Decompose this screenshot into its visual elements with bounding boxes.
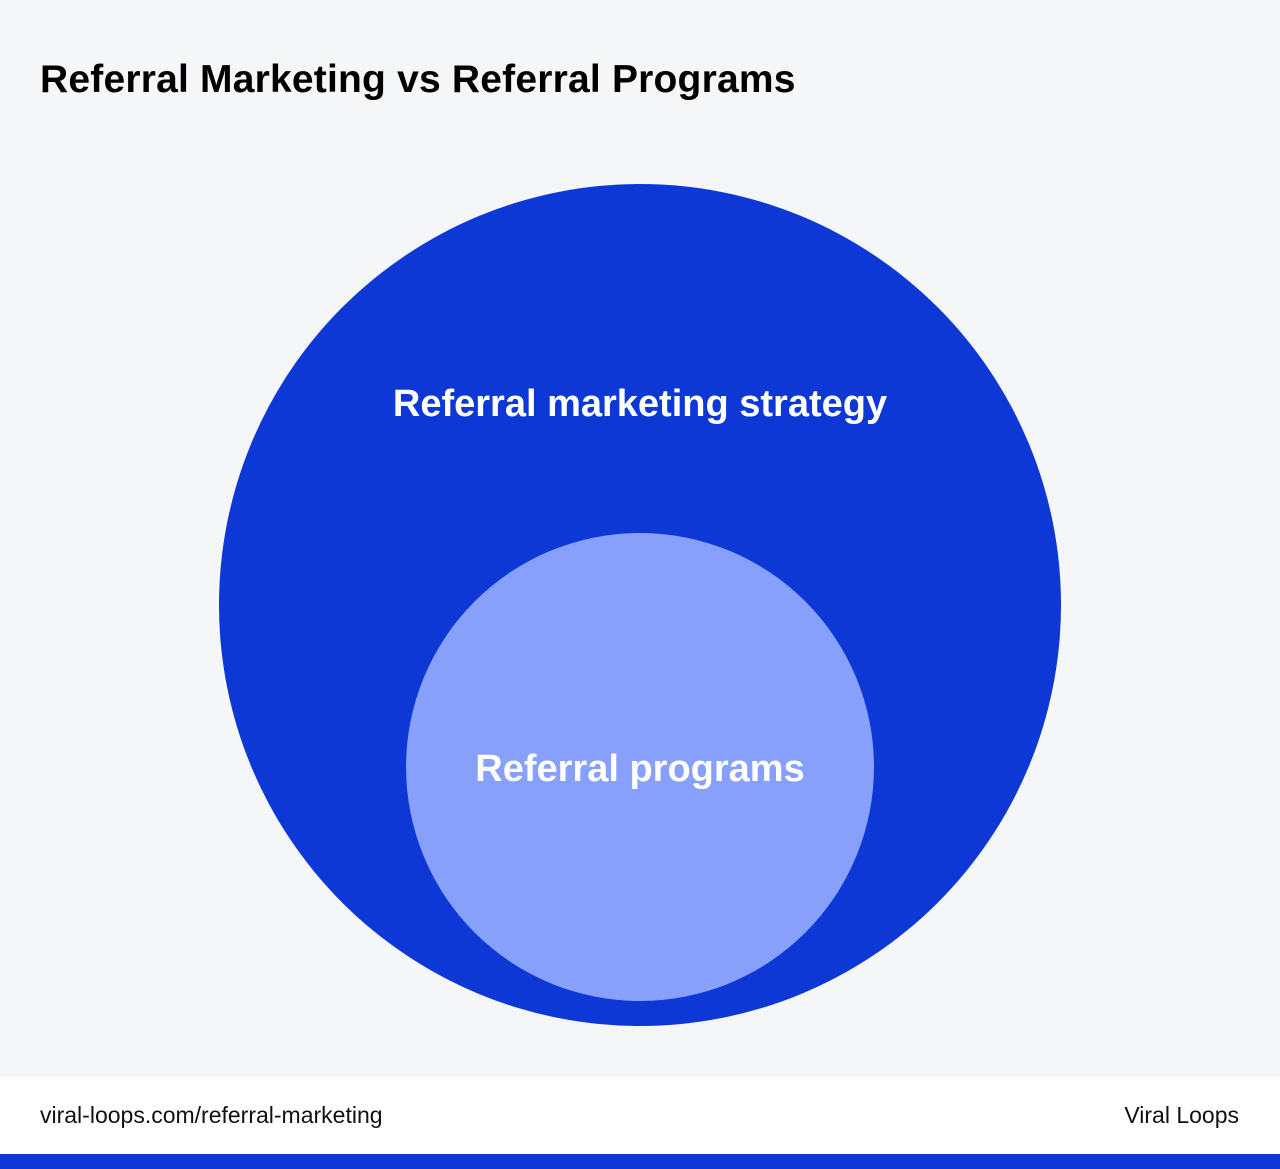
outer-circle-label: Referral marketing strategy bbox=[393, 383, 887, 425]
footer: viral-loops.com/referral-marketing Viral… bbox=[0, 1077, 1280, 1154]
inner-circle-label: Referral programs bbox=[475, 748, 804, 790]
footer-brand: Viral Loops bbox=[1124, 1102, 1239, 1128]
bottom-accent-bar bbox=[0, 1154, 1280, 1169]
page-title: Referral Marketing vs Referral Programs bbox=[40, 58, 796, 101]
footer-url: viral-loops.com/referral-marketing bbox=[40, 1102, 383, 1128]
inner-circle-referral-programs bbox=[406, 533, 874, 1001]
nested-circle-diagram: Referral marketing strategy Referral pro… bbox=[219, 184, 1061, 1026]
